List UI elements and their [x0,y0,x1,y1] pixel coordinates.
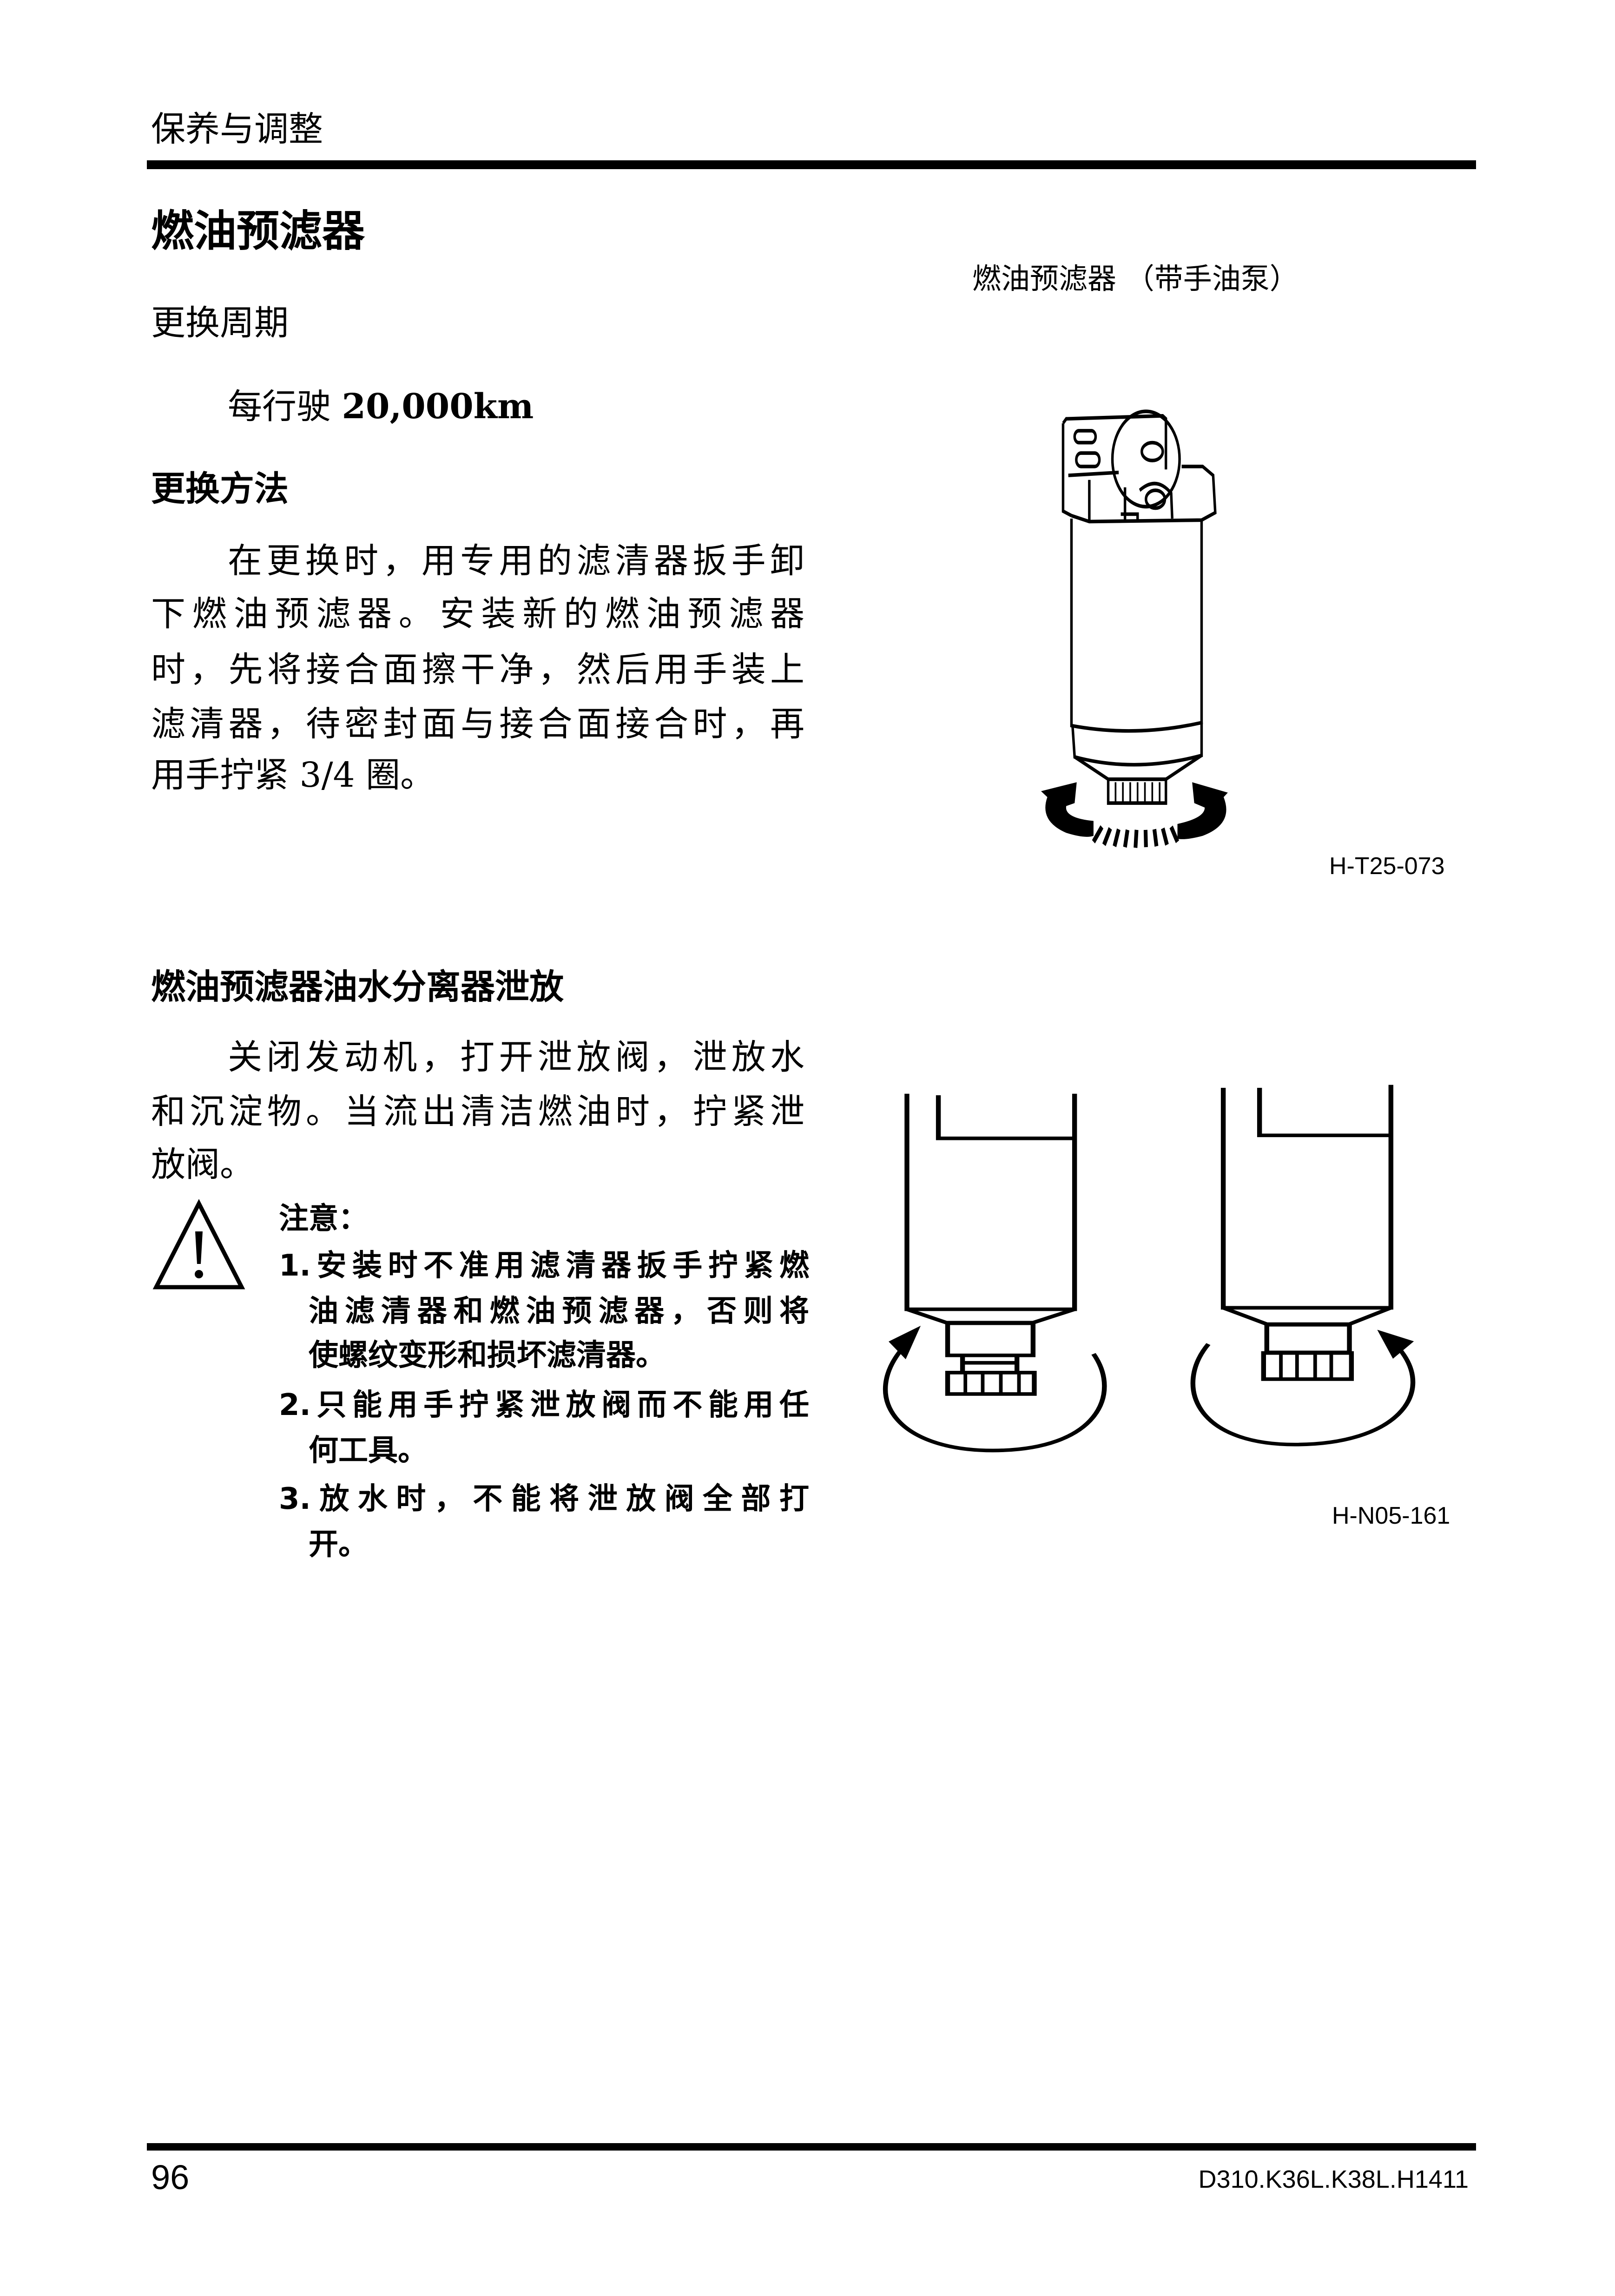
fuel-prefilter-illustration [1041,409,1228,848]
method-line: 用手拧紧 3/4 圈。 [151,755,435,795]
page-number: 96 [151,2158,190,2197]
warning-icon [152,1199,245,1289]
drain-line: 放阀。 [151,1145,254,1184]
caution-line: 油滤清器和燃油预滤器，否则将 [309,1294,809,1329]
caution-line: 2.只能用手拧紧泄放阀而不能用任 [279,1388,809,1422]
method-line: 在更换时，用专用的滤清器扳手卸 [228,541,804,581]
drain-heading: 燃油预滤器油水分离器泄放 [151,967,564,1007]
method-line: 下燃油预滤器。安装新的燃油预滤器 [151,594,804,634]
caution-line: 3.放水时，不能将泄放阀全部打 [279,1482,809,1516]
interval-label: 更换周期 [151,303,289,343]
caution-line: 开。 [309,1527,368,1562]
method-line: 时，先将接合面擦干净，然后用手装上 [151,650,804,690]
caution-line: 1.安装时不准用滤清器扳手拧紧燃 [279,1249,809,1283]
caution-line: 何工具。 [309,1434,428,1468]
interval-prefix: 每行驶 [228,387,342,427]
figure2-code: H-N05-161 [1332,1502,1450,1529]
caution-line: 使螺纹变形和损坏滤清器。 [309,1338,666,1373]
figure1-caption: 燃油预滤器 （带手油泵） [972,262,1299,296]
document-code: D310.K36L.K38L.H1411 [1198,2165,1469,2193]
section-header: 保养与调整 [151,109,323,149]
page-title: 燃油预滤器 [151,206,365,256]
interval-value: 每行驶 20,000km [228,389,534,424]
header-rule [147,160,1476,169]
method-line: 滤清器，待密封面与接合面接合时，再 [151,704,804,744]
figure1-code: H-T25-073 [1329,853,1445,880]
interval-distance: 20,000km [342,387,534,427]
drain-line: 关闭发动机，打开泄放阀，泄放水 [228,1037,804,1077]
method-heading: 更换方法 [151,469,289,509]
caution-label: 注意： [279,1202,368,1236]
drain-line: 和沉淀物。当流出清洁燃油时，拧紧泄 [151,1092,804,1132]
drain-valve-illustration [883,1085,1416,1453]
footer-rule [147,2143,1476,2151]
